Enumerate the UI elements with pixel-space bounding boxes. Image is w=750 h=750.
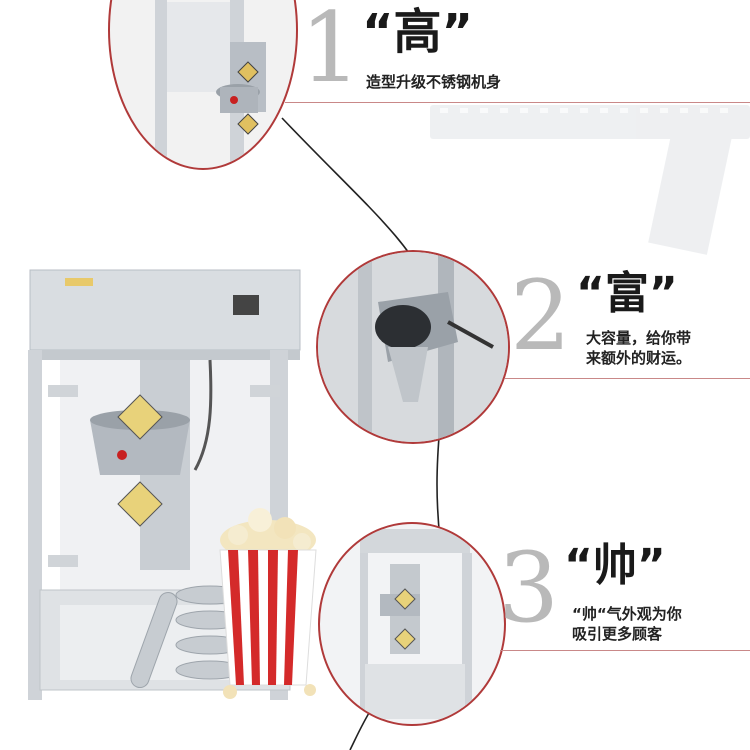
- feature-underline-3: [500, 650, 750, 651]
- feature-underline-1: [285, 102, 750, 103]
- feature-number-2: 2: [510, 260, 572, 372]
- film-strip-decoration: [430, 105, 750, 255]
- feature-number-1: 1: [300, 0, 362, 104]
- feature-desc-2: 大容量，给你带 来额外的财运。: [586, 328, 691, 368]
- popcorn-bucket-illustration: [130, 508, 317, 699]
- feature-desc-3: “帅“气外观为你 吸引更多顾客: [572, 604, 682, 644]
- feature-desc-2-line-1: 大容量，给你带: [586, 329, 692, 347]
- feature-keyword-2: “富”: [576, 268, 678, 319]
- feature-desc-2-line-2: 来额外的财运。: [586, 349, 692, 367]
- feature-desc-3-line-1: “帅“气外观为你: [572, 605, 682, 623]
- feature-desc-1-line-1: 造型升级不锈钢机身: [366, 73, 502, 91]
- feature-desc-1: 造型升级不锈钢机身: [366, 72, 501, 92]
- zoom-circle-2: [316, 250, 510, 444]
- zoom-circle-3: [318, 522, 506, 726]
- feature-keyword-1: “高”: [362, 4, 474, 60]
- zoom-circle-1: [108, 0, 298, 170]
- feature-desc-3-line-2: 吸引更多顾客: [572, 625, 663, 643]
- feature-number-3: 3: [498, 532, 560, 644]
- feature-underline-2: [505, 378, 750, 379]
- feature-keyword-3: “帅”: [564, 540, 666, 591]
